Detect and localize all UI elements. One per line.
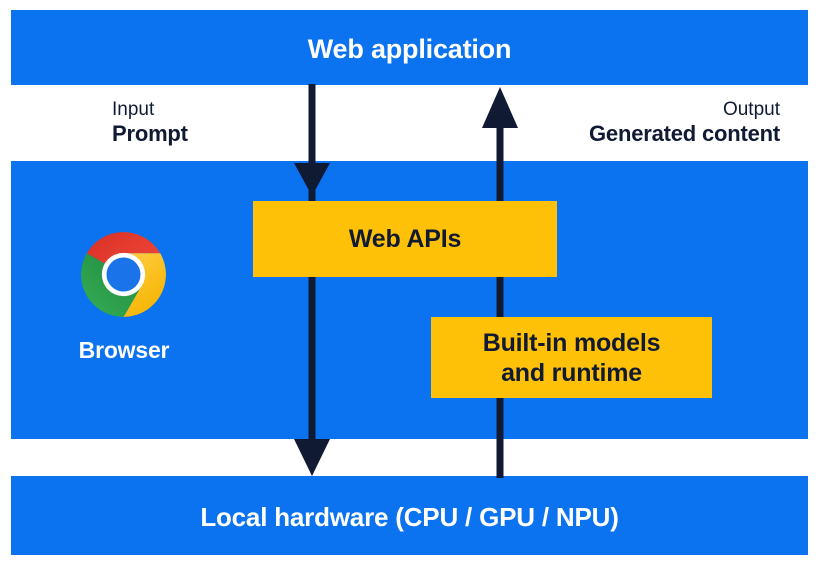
box-builtin-models-label: Built-in models and runtime xyxy=(483,328,661,388)
output-flow-value: Generated content xyxy=(589,121,780,147)
box-builtin-models-line2: and runtime xyxy=(501,358,642,387)
input-flow-value: Prompt xyxy=(112,121,188,147)
box-builtin-models: Built-in models and runtime xyxy=(431,317,712,398)
band-local-hardware: Local hardware (CPU / GPU / NPU) xyxy=(11,476,808,555)
band-local-hardware-label: Local hardware (CPU / GPU / NPU) xyxy=(200,502,619,532)
input-flow-label: Input Prompt xyxy=(112,99,188,147)
chrome-logo-icon xyxy=(81,232,166,317)
input-flow-kind: Input xyxy=(112,99,155,120)
output-flow-label: Output Generated content xyxy=(589,99,780,147)
band-web-application: Web application xyxy=(11,10,808,85)
box-builtin-models-line1: Built-in models xyxy=(482,328,661,357)
box-web-apis: Web APIs xyxy=(253,201,557,277)
box-web-apis-label: Web APIs xyxy=(348,225,462,253)
output-flow-kind: Output xyxy=(722,99,780,120)
band-web-application-label: Web application xyxy=(307,34,512,64)
band-browser-label: Browser xyxy=(78,337,170,363)
